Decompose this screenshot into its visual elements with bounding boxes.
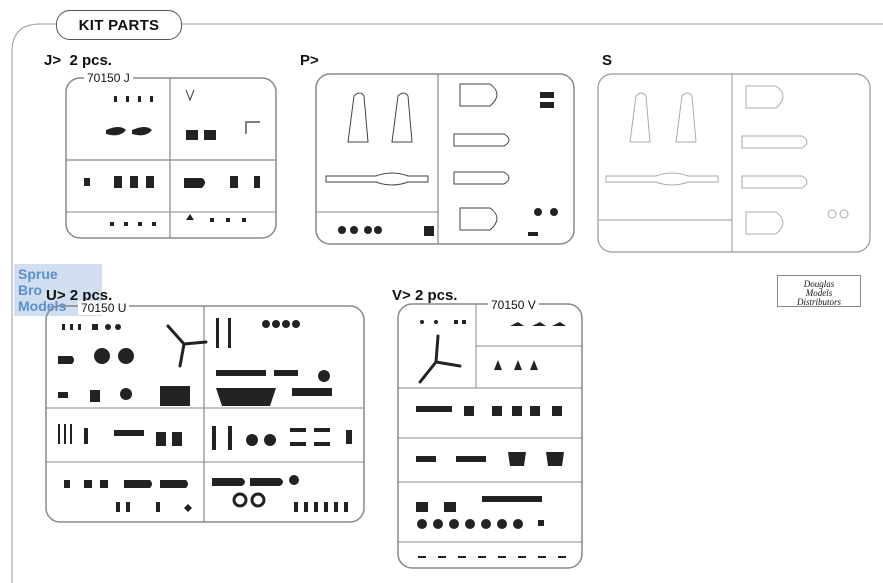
sprue-p-frame (315, 73, 575, 245)
sprue-u-frame (45, 305, 365, 523)
sprue-v-label: V> 2 pcs. (392, 287, 458, 304)
sprue-j-frame (65, 77, 277, 239)
sprue-v-frame (397, 303, 583, 569)
sprue-s-frame (597, 73, 871, 253)
sprue-u-code: 70150 U (78, 301, 130, 315)
kit-parts-title: KIT PARTS (56, 10, 182, 40)
sprue-p-label: P> (300, 52, 319, 69)
sprue-j-label: J> 2 pcs. (44, 52, 112, 69)
sprue-v-code: 70150 V (488, 298, 539, 312)
distributor-logo: Douglas Models Distributors (777, 275, 861, 307)
sprue-s-label: S (602, 52, 613, 69)
sprue-j-code: 70150 J (84, 71, 133, 85)
sprue-u-label: U> 2 pcs. (46, 287, 113, 304)
